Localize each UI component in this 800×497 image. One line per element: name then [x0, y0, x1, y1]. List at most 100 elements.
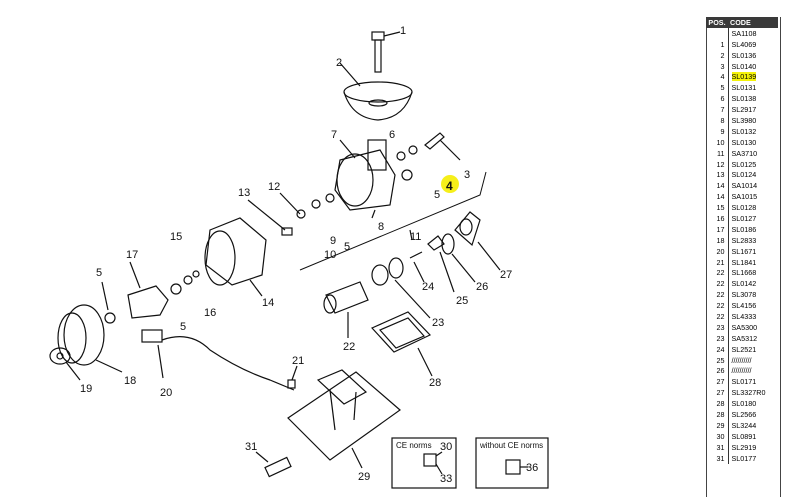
row-pos: 8: [706, 115, 729, 127]
row-code: SL0171: [731, 377, 757, 387]
row-code: SA1014: [731, 181, 758, 191]
row-code: SL3078: [731, 290, 757, 300]
part-1-drawing: [371, 31, 385, 41]
ce-norms-box: [391, 437, 457, 489]
row-code: SL0180: [731, 399, 757, 409]
row-code: SL0142: [731, 279, 757, 289]
callout-label: 16: [204, 307, 216, 319]
table-row: SA1108: [706, 28, 778, 39]
row-pos: 22: [706, 300, 729, 312]
callout-label: 7: [331, 129, 337, 141]
row-pos: 13: [706, 169, 729, 181]
row-code: SL0128: [731, 203, 757, 213]
row-pos: 11: [706, 147, 729, 159]
row-pos: 26: [706, 365, 729, 377]
row-code: //////////: [731, 366, 752, 376]
callout-label: 24: [422, 281, 434, 293]
row-pos: 1: [706, 38, 729, 50]
header-code: CODE: [728, 17, 778, 28]
diagram-drawing: 1234567891011121314151617551819202122232…: [49, 25, 549, 489]
row-pos: 14: [706, 191, 729, 203]
row-pos: 31: [706, 452, 729, 464]
row-code: SL0138: [731, 94, 757, 104]
row-pos: 4: [706, 71, 729, 83]
callout-label: 6: [389, 129, 395, 141]
row-code: SL3980: [731, 115, 757, 125]
part-17-drawing: [127, 285, 169, 319]
row-code: SL1668: [731, 268, 757, 278]
part-3-drawing: [424, 132, 445, 150]
callout-label: 5: [434, 189, 440, 201]
part-28-drawing: [370, 311, 432, 353]
callout-label: 22: [343, 341, 355, 353]
row-pos: 30: [706, 430, 729, 442]
callout-label: 15: [170, 231, 182, 243]
row-pos: 7: [706, 104, 729, 116]
part-2-drawing: [343, 81, 413, 103]
row-pos: 5: [706, 82, 729, 94]
row-pos: 31: [706, 441, 729, 453]
callout-label: 5: [344, 241, 350, 253]
row-pos: 6: [706, 93, 729, 105]
row-code: SA5300: [731, 322, 758, 332]
callout-label: 17: [126, 249, 138, 261]
row-code: SL0891: [731, 431, 757, 441]
callout-label: 28: [429, 377, 441, 389]
callout-label: 4: [446, 179, 453, 193]
row-code: SL2919: [731, 442, 757, 452]
row-code: SL0127: [731, 213, 757, 223]
row-code: SL0139: [731, 72, 757, 82]
callout-label: 27: [500, 269, 512, 281]
row-pos: 2: [706, 49, 729, 61]
callout-label: 13: [238, 187, 250, 199]
part-8-drawing: [334, 149, 396, 211]
ce-label-a: 30: [440, 441, 452, 453]
highlight-marker: [441, 175, 459, 193]
row-code: SL0130: [731, 137, 757, 147]
callout-label: 31: [245, 441, 257, 453]
callout-label: 2: [336, 57, 342, 69]
row-pos: 28: [706, 409, 729, 421]
row-pos: 20: [706, 245, 729, 257]
row-code: SL0132: [731, 126, 757, 136]
row-code: SA1015: [731, 192, 758, 202]
row-code: SL0131: [731, 83, 757, 93]
row-code: SL0177: [731, 453, 757, 463]
row-code: SA1108: [731, 28, 757, 38]
noce-label-a: 36: [526, 462, 538, 474]
row-pos: 3: [706, 60, 729, 72]
row-code: SA5312: [731, 333, 758, 343]
without-ce-norms-title: without CE norms: [479, 441, 543, 450]
row-pos: 27: [706, 387, 729, 399]
callout-label: 14: [262, 297, 274, 309]
row-code: SL2566: [731, 410, 757, 420]
